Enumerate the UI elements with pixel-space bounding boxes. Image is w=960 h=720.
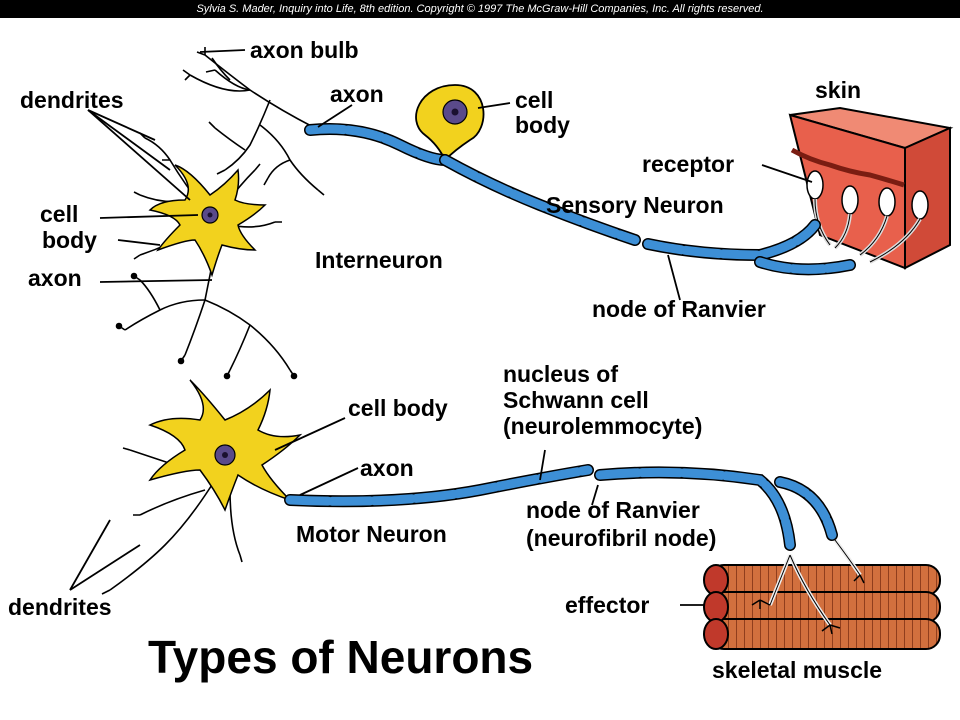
label-nucleus-2: Schwann cell <box>503 387 649 413</box>
label-axon-motor: axon <box>360 455 414 481</box>
label-sensory-neuron: Sensory Neuron <box>546 192 724 218</box>
copyright-credit: Sylvia S. Mader, Inquiry into Life, 8th … <box>0 0 960 18</box>
sensory-neuron-body <box>415 84 485 162</box>
label-cell-body-inter-1: cell <box>40 201 79 227</box>
label-node-ranvier-top: node of Ranvier <box>592 296 766 322</box>
skin-block <box>788 106 954 270</box>
label-axon-inter: axon <box>28 265 82 291</box>
label-skin: skin <box>815 77 862 103</box>
label-axon-top: axon <box>330 81 384 107</box>
label-nucleus-1: nucleus of <box>503 361 619 387</box>
motor-axon <box>284 464 838 551</box>
label-skeletal-muscle: skeletal muscle <box>712 657 883 683</box>
label-nucleus-3: (neurolemmocyte) <box>503 413 703 439</box>
diagram-title: Types of Neurons <box>148 631 534 683</box>
label-receptor: receptor <box>642 151 735 177</box>
label-node-ranvier-bottom-1: node of Ranvier <box>526 497 700 523</box>
sensory-axon <box>304 123 856 276</box>
label-interneuron: Interneuron <box>315 247 443 273</box>
leader-lines <box>69 49 813 606</box>
motor-neuron-body <box>148 379 303 512</box>
label-dendrites-bottom: dendrites <box>8 594 112 620</box>
label-effector: effector <box>565 592 650 618</box>
label-cell-body-inter-2: body <box>42 227 97 253</box>
label-dendrites-top: dendrites <box>20 87 124 113</box>
label-node-ranvier-bottom-2: (neurofibril node) <box>526 525 717 551</box>
label-cell-body-sensory-1: cell <box>515 87 554 113</box>
label-cell-body-sensory-2: body <box>515 112 570 138</box>
label-axon-bulb: axon bulb <box>250 37 359 63</box>
interneuron-body <box>148 164 267 278</box>
skeletal-muscle <box>703 538 941 650</box>
label-motor-neuron: Motor Neuron <box>296 521 447 547</box>
label-cell-body-motor: cell body <box>348 395 448 421</box>
